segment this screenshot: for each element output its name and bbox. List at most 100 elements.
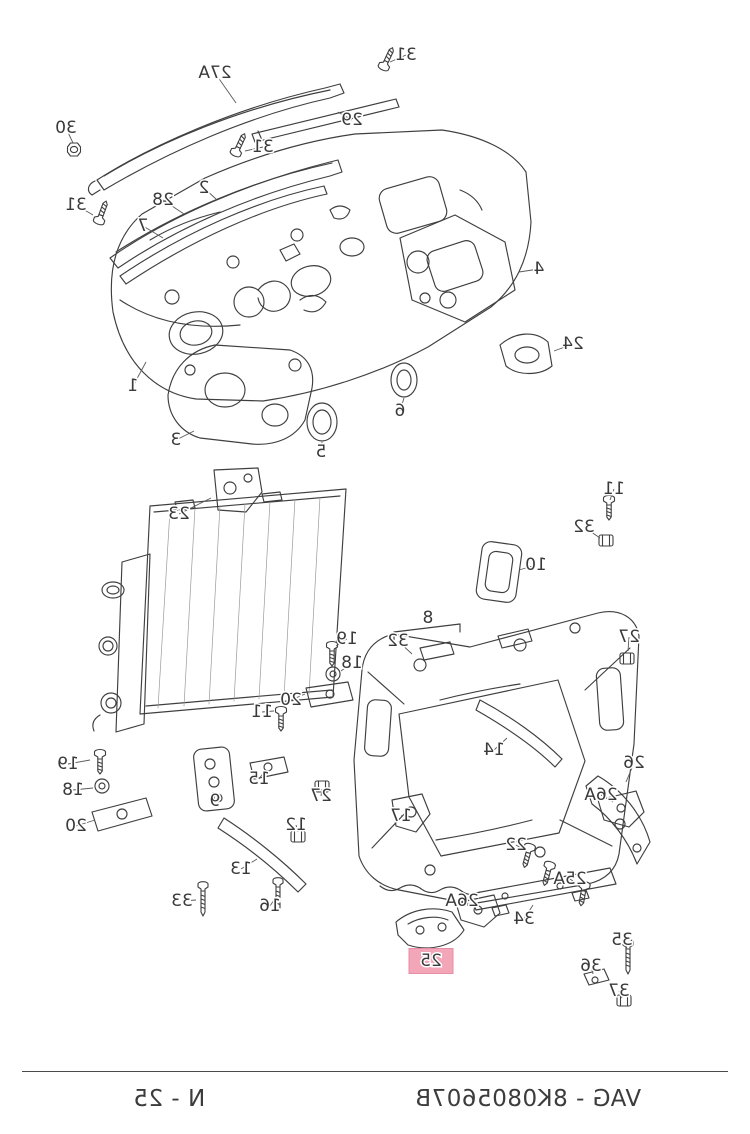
callout-label[interactable]: 11 bbox=[250, 701, 275, 724]
callout-18[interactable]: 18 bbox=[61, 779, 94, 802]
callout-34[interactable]: 34 bbox=[512, 904, 537, 931]
callout-label[interactable]: 29 bbox=[340, 109, 365, 132]
callout-30[interactable]: 30 bbox=[54, 117, 79, 144]
callout-26a[interactable]: 26A bbox=[583, 784, 620, 807]
callout-label[interactable]: 24 bbox=[561, 333, 586, 356]
callout-label[interactable]: 25A bbox=[552, 868, 589, 891]
callout-31[interactable]: 31 bbox=[64, 194, 94, 217]
callout-leader-line bbox=[65, 127, 74, 144]
cowl-strips-drawing bbox=[87, 83, 400, 285]
callout-4[interactable]: 4 bbox=[518, 258, 546, 281]
highlighted-callout-25[interactable]: 25 bbox=[408, 946, 454, 974]
callout-label[interactable]: 12 bbox=[284, 814, 309, 837]
callout-label[interactable]: 27 bbox=[309, 785, 334, 808]
callout-label[interactable]: 13 bbox=[229, 858, 254, 881]
callout-label[interactable]: 33 bbox=[170, 890, 195, 913]
callout-12[interactable]: 12 bbox=[284, 814, 309, 837]
callout-2[interactable]: 2 bbox=[197, 177, 217, 200]
callout-26a[interactable]: 26A bbox=[444, 890, 481, 913]
callout-27[interactable]: 27 bbox=[617, 626, 642, 652]
callout-label[interactable]: 17 bbox=[389, 805, 414, 828]
callout-29[interactable]: 29 bbox=[337, 109, 365, 132]
callout-label[interactable]: 31 bbox=[251, 136, 276, 159]
callout-label[interactable]: 35 bbox=[610, 929, 635, 952]
callout-16[interactable]: 16 bbox=[258, 895, 283, 918]
callout-20[interactable]: 20 bbox=[279, 689, 306, 712]
callout-31[interactable]: 31 bbox=[244, 136, 276, 159]
callout-33[interactable]: 33 bbox=[170, 890, 197, 913]
callout-11[interactable]: 11 bbox=[602, 478, 627, 501]
callout-label[interactable]: 8 bbox=[421, 607, 435, 630]
callout-label[interactable]: 15 bbox=[247, 768, 272, 791]
callout-label[interactable]: 34 bbox=[512, 908, 537, 931]
callout-22[interactable]: 22 bbox=[504, 834, 529, 857]
callout-28[interactable]: 28 bbox=[151, 189, 185, 215]
callout-9[interactable]: 9 bbox=[208, 790, 222, 813]
callout-label[interactable]: 37 bbox=[607, 980, 632, 1003]
callout-1[interactable]: 1 bbox=[126, 361, 147, 398]
callout-label[interactable]: 1 bbox=[126, 375, 140, 398]
callout-label[interactable]: 27A bbox=[197, 62, 234, 85]
callout-label[interactable]: 27 bbox=[617, 626, 642, 649]
callout-label[interactable]: 16 bbox=[258, 895, 283, 918]
callout-label[interactable]: 20 bbox=[279, 689, 304, 712]
callout-32[interactable]: 32 bbox=[386, 630, 413, 655]
callout-35[interactable]: 35 bbox=[610, 929, 635, 952]
callout-label[interactable]: 11 bbox=[602, 478, 627, 501]
callout-37[interactable]: 37 bbox=[607, 980, 632, 1003]
callout-27[interactable]: 27 bbox=[309, 785, 334, 808]
callout-18[interactable]: 18 bbox=[340, 652, 365, 675]
callout-label[interactable]: 5 bbox=[314, 441, 328, 464]
callout-label[interactable]: 28 bbox=[151, 189, 176, 212]
callout-20[interactable]: 20 bbox=[64, 815, 96, 838]
callout-36[interactable]: 36 bbox=[579, 955, 604, 978]
callout-label[interactable]: 20 bbox=[64, 815, 89, 838]
callout-25a[interactable]: 25A bbox=[552, 868, 589, 891]
callout-label[interactable]: 18 bbox=[340, 652, 365, 675]
callout-label[interactable]: 26A bbox=[444, 890, 481, 913]
callout-label[interactable]: 19 bbox=[335, 628, 360, 651]
callout-31[interactable]: 31 bbox=[389, 44, 419, 67]
callout-label[interactable]: 9 bbox=[208, 790, 222, 813]
callout-label[interactable]: 6 bbox=[393, 400, 407, 423]
callout-label[interactable]: 14 bbox=[482, 739, 507, 762]
callout-3[interactable]: 3 bbox=[169, 429, 195, 452]
callout-label[interactable]: 18 bbox=[61, 779, 86, 802]
callout-label[interactable]: 4 bbox=[532, 258, 546, 281]
callout-leader-line bbox=[625, 762, 635, 783]
callout-label[interactable]: 26A bbox=[583, 784, 620, 807]
callout-label[interactable]: 32 bbox=[386, 630, 411, 653]
callout-15[interactable]: 15 bbox=[247, 768, 272, 791]
callout-label[interactable]: 2 bbox=[197, 177, 211, 200]
callout-13[interactable]: 13 bbox=[229, 858, 258, 881]
callout-14[interactable]: 14 bbox=[482, 737, 508, 762]
callout-10[interactable]: 10 bbox=[518, 554, 549, 577]
callout-27a[interactable]: 27A bbox=[197, 62, 237, 104]
callout-label[interactable]: 36 bbox=[579, 955, 604, 978]
callout-label[interactable]: 31 bbox=[64, 194, 89, 217]
callout-32[interactable]: 32 bbox=[572, 516, 601, 539]
callout-label[interactable]: 19 bbox=[56, 753, 81, 776]
callout-5[interactable]: 5 bbox=[314, 441, 328, 464]
callout-label[interactable]: 31 bbox=[394, 44, 419, 67]
callout-23[interactable]: 23 bbox=[167, 497, 212, 526]
callout-label[interactable]: 7 bbox=[136, 215, 150, 238]
callout-label[interactable]: 26 bbox=[622, 752, 647, 775]
callout-8[interactable]: 8 bbox=[421, 607, 435, 630]
callout-label[interactable]: 32 bbox=[572, 516, 597, 539]
callout-label[interactable]: 23 bbox=[167, 503, 192, 526]
callout-26[interactable]: 26 bbox=[622, 752, 647, 783]
callout-17[interactable]: 17 bbox=[389, 805, 414, 828]
callout-7[interactable]: 7 bbox=[136, 215, 164, 239]
callout-19[interactable]: 19 bbox=[335, 628, 360, 651]
callout-label[interactable]: 3 bbox=[169, 429, 183, 452]
callout-label[interactable]: 30 bbox=[54, 117, 79, 140]
callout-6[interactable]: 6 bbox=[393, 397, 407, 423]
callout-24[interactable]: 24 bbox=[553, 333, 586, 356]
callout-label[interactable]: 22 bbox=[504, 834, 529, 857]
callout-label[interactable]: 25 bbox=[419, 950, 444, 973]
callout-label[interactable]: 10 bbox=[524, 554, 549, 577]
callout-11[interactable]: 11 bbox=[250, 701, 275, 724]
callout-19[interactable]: 19 bbox=[56, 753, 91, 776]
